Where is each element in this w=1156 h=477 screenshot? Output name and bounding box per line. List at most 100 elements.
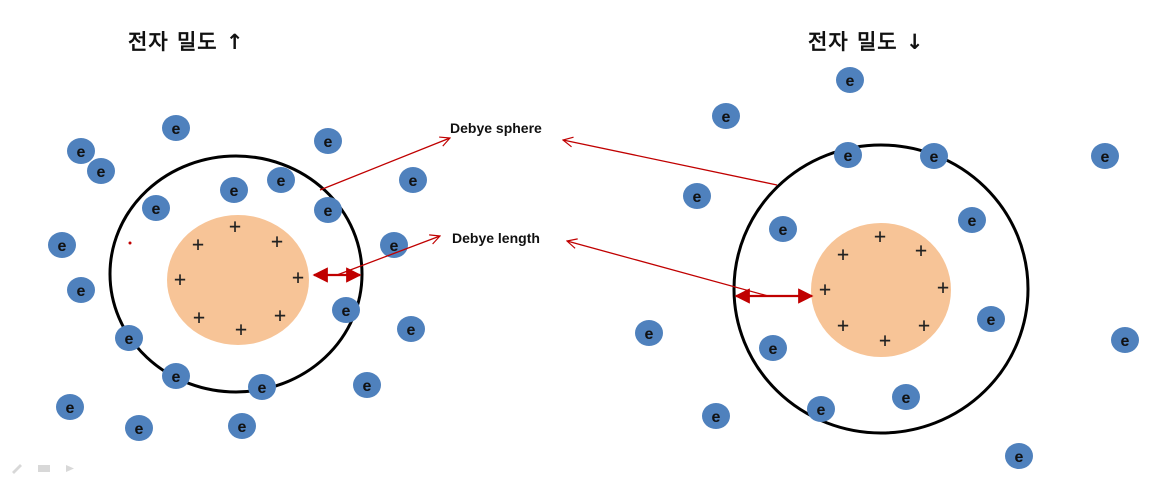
electron-label: e — [645, 326, 654, 343]
positive-charge-6: + — [193, 305, 205, 329]
positive-charge-5: + — [292, 265, 304, 289]
title-high-electron-density: 전자 밀도 ↑ — [128, 30, 245, 54]
electron-label: e — [363, 378, 372, 395]
electron-label: e — [172, 121, 181, 138]
positive-charge-3: + — [271, 229, 283, 253]
electron-11: e — [380, 232, 408, 258]
electron-7: e — [267, 167, 295, 193]
stray-dot — [128, 241, 132, 245]
electron-12: e — [67, 277, 95, 303]
electron-label: e — [125, 331, 134, 348]
arrow-length-left — [336, 236, 440, 276]
positive-core-left — [167, 215, 309, 345]
electron-26: e — [1091, 143, 1119, 169]
positive-charge-12: + — [819, 277, 831, 301]
next-icon[interactable] — [66, 465, 74, 472]
electron-33: e — [1111, 327, 1139, 353]
positive-charge-9: + — [874, 224, 886, 248]
positive-charges: ++++++++++++++++ — [174, 214, 949, 352]
electron-label: e — [77, 144, 86, 161]
electron-label: e — [324, 203, 333, 220]
electron-label: e — [987, 312, 996, 329]
electron-label: e — [844, 148, 853, 165]
positive-charge-13: + — [937, 275, 949, 299]
electron-label: e — [390, 238, 399, 255]
positive-charge-7: + — [235, 317, 247, 341]
electron-label: e — [817, 402, 826, 419]
electron-29: e — [769, 216, 797, 242]
electron-36: e — [702, 403, 730, 429]
electron-label: e — [58, 238, 67, 255]
electron-5: e — [399, 167, 427, 193]
electron-label: e — [902, 390, 911, 407]
electron-30: e — [635, 320, 663, 346]
positive-charge-4: + — [174, 267, 186, 291]
electron-3: e — [87, 158, 115, 184]
electron-19: e — [56, 394, 84, 420]
debye-sphere-left — [108, 154, 364, 394]
positive-charge-14: + — [837, 313, 849, 337]
arrow-length-right — [567, 241, 769, 297]
positive-charge-15: + — [879, 328, 891, 352]
electron-label: e — [1121, 333, 1130, 350]
electron-label: e — [968, 213, 977, 230]
electron-label: e — [230, 183, 239, 200]
electron-label: e — [152, 201, 161, 218]
electron-10: e — [48, 232, 76, 258]
label-debye-length: Debye length — [452, 230, 540, 246]
title-low-electron-density: 전자 밀도 ↓ — [808, 30, 925, 54]
electron-13: e — [332, 297, 360, 323]
electron-label: e — [1015, 449, 1024, 466]
positive-core-right — [811, 223, 951, 357]
electron-24: e — [834, 142, 862, 168]
electron-label: e — [172, 369, 181, 386]
electron-34: e — [892, 384, 920, 410]
electron-label: e — [66, 400, 75, 417]
electron-17: e — [248, 374, 276, 400]
electron-label: e — [693, 189, 702, 206]
electron-1: e — [162, 115, 190, 141]
electron-14: e — [397, 316, 425, 342]
electron-label: e — [342, 303, 351, 320]
electron-8: e — [142, 195, 170, 221]
electron-31: e — [759, 335, 787, 361]
electron-28: e — [958, 207, 986, 233]
electrons: e e e e e e e e e e e e e e e e e e e e e e e e e e e e e e e e e e e e e — [48, 67, 1139, 469]
electron-label: e — [258, 380, 267, 397]
electron-9: e — [314, 197, 342, 223]
electron-16: e — [162, 363, 190, 389]
electron-label: e — [77, 283, 86, 300]
slide-toolbar-icons[interactable] — [10, 462, 80, 474]
positive-charge-2: + — [192, 232, 204, 256]
electron-label: e — [135, 421, 144, 438]
positive-charge-1: + — [229, 214, 241, 238]
electron-25: e — [920, 143, 948, 169]
electron-4: e — [314, 128, 342, 154]
positive-charge-16: + — [918, 313, 930, 337]
electron-20: e — [125, 415, 153, 441]
debye-sphere-right — [732, 143, 1030, 435]
electron-label: e — [324, 134, 333, 151]
electron-6: e — [220, 177, 248, 203]
pen-icon[interactable] — [12, 464, 22, 474]
positive-charge-8: + — [274, 303, 286, 327]
electron-label: e — [779, 222, 788, 239]
electron-2: e — [67, 138, 95, 164]
electron-22: e — [836, 67, 864, 93]
electron-21: e — [228, 413, 256, 439]
electron-label: e — [722, 109, 731, 126]
label-debye-sphere: Debye sphere — [450, 120, 542, 136]
electron-32: e — [977, 306, 1005, 332]
arrow-sphere-right — [563, 140, 778, 186]
menu-icon[interactable] — [38, 465, 50, 472]
electron-35: e — [807, 396, 835, 422]
arrow-sphere-left — [319, 138, 450, 191]
electron-label: e — [277, 173, 286, 190]
electron-37: e — [1005, 443, 1033, 469]
electron-27: e — [683, 183, 711, 209]
electron-label: e — [769, 341, 778, 358]
electron-label: e — [97, 164, 106, 181]
electron-label: e — [712, 409, 721, 426]
electron-label: e — [238, 419, 247, 436]
